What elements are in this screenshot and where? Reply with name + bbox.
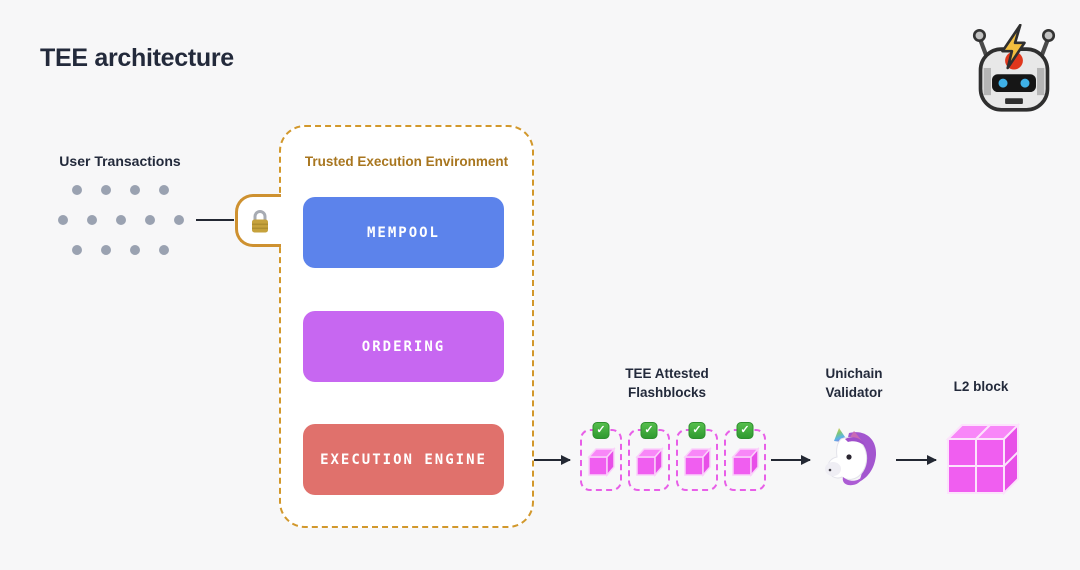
stage-ordering: ORDERING bbox=[303, 311, 504, 382]
transaction-dots-icon bbox=[58, 185, 184, 255]
l2-block-label: L2 block bbox=[953, 379, 1009, 394]
robot-icon bbox=[972, 23, 1056, 112]
l2-block-cube-icon bbox=[945, 422, 1021, 496]
user-transactions-label: User Transactions bbox=[59, 153, 181, 169]
flashblock-cube-icon bbox=[731, 447, 760, 478]
lock-capsule bbox=[235, 194, 281, 247]
flashblock: ✓ bbox=[724, 422, 766, 491]
flashblocks-label-line2: Flashblocks bbox=[627, 385, 707, 400]
stage-execution-engine-label: EXECUTION ENGINE bbox=[320, 451, 487, 468]
lock-icon bbox=[251, 209, 268, 232]
stage-ordering-label: ORDERING bbox=[361, 338, 446, 355]
flashblocks-label: TEE Attested Flashblocks bbox=[592, 364, 742, 402]
attested-check-icon: ✓ bbox=[592, 422, 610, 439]
attested-check-icon: ✓ bbox=[736, 422, 754, 439]
stage-mempool: MEMPOOL bbox=[303, 197, 504, 268]
stage-mempool-label: MEMPOOL bbox=[366, 224, 440, 241]
l2-block bbox=[945, 420, 1021, 496]
flashblocks-label-line1: TEE Attested bbox=[625, 366, 709, 381]
attested-check-icon: ✓ bbox=[640, 422, 658, 439]
flashblock-cube-icon bbox=[587, 447, 616, 478]
flashblock-cube-icon bbox=[683, 447, 712, 478]
flashblock: ✓ bbox=[628, 422, 670, 491]
unicorn-validator bbox=[821, 427, 883, 487]
stage-execution-engine: EXECUTION ENGINE bbox=[303, 424, 504, 495]
flashblock-cube-icon bbox=[635, 447, 664, 478]
flashbots-robot-logo bbox=[972, 23, 1056, 114]
tee-title: Trusted Execution Environment bbox=[304, 154, 509, 169]
validator-label-line1: Unichain bbox=[825, 366, 883, 381]
unicorn-icon bbox=[825, 428, 877, 486]
validator-label-line2: Validator bbox=[825, 385, 883, 400]
page-title: TEE architecture bbox=[40, 44, 234, 72]
flashblock: ✓ bbox=[676, 422, 718, 491]
flashblock: ✓ bbox=[580, 422, 622, 491]
validator-label: Unichain Validator bbox=[794, 364, 914, 402]
attested-check-icon: ✓ bbox=[688, 422, 706, 439]
